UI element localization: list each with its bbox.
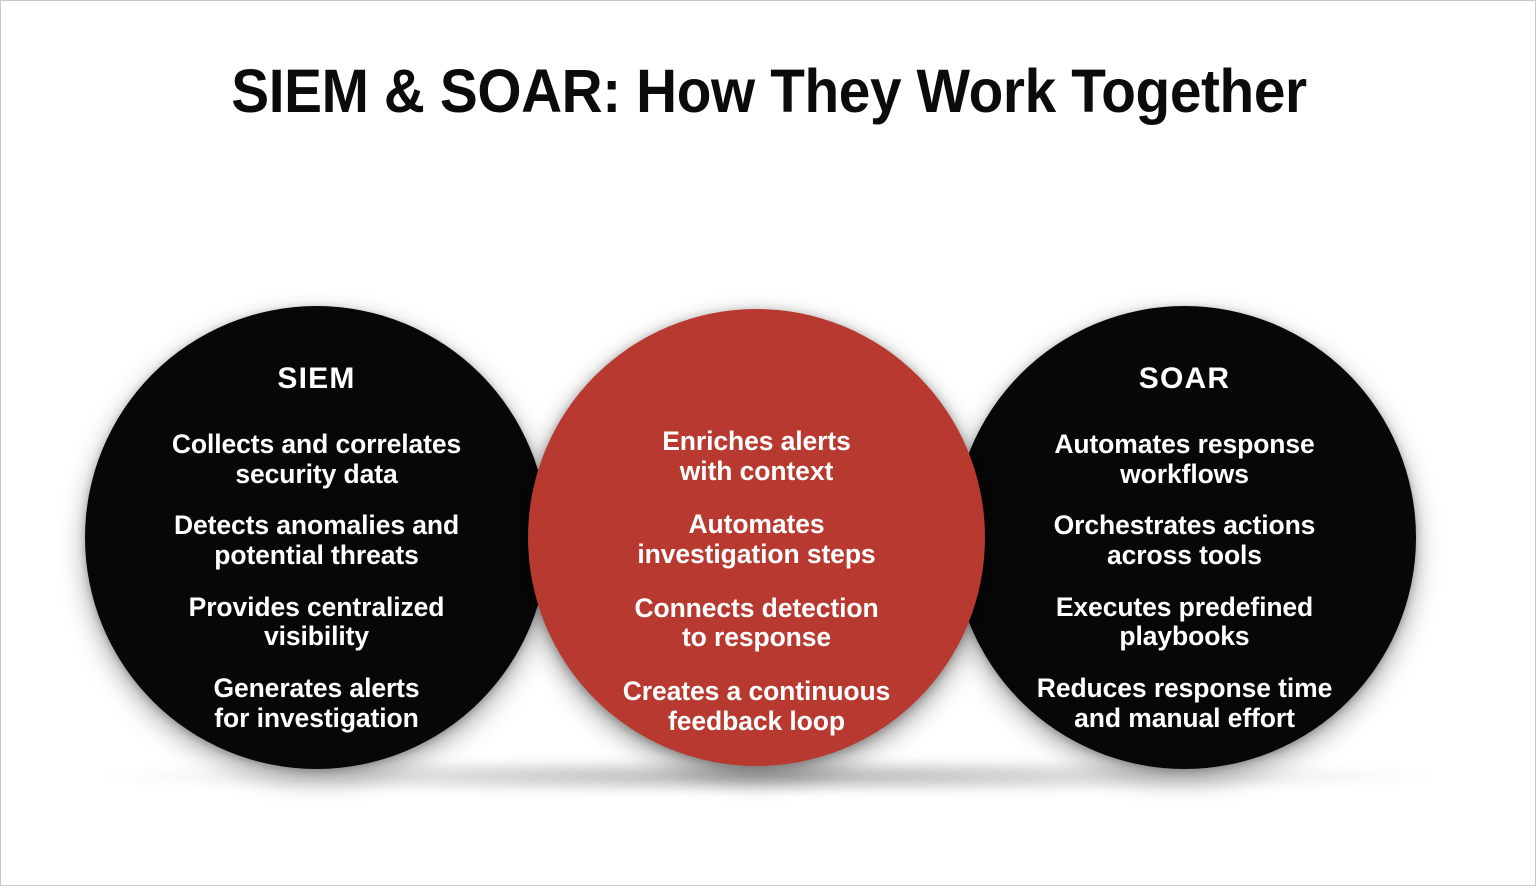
soar-point-list: Automates response workflows Orchestrate… (953, 429, 1416, 733)
list-item: Provides centralized visibility (188, 591, 445, 652)
list-item: Detects anomalies and potential threats (173, 510, 460, 571)
soar-heading: SOAR (1138, 362, 1231, 395)
integration-point-list: Enriches alerts with context Automates i… (528, 426, 985, 760)
list-item: Enriches alerts with context (662, 426, 851, 486)
list-item: Connects detection to response (634, 592, 879, 653)
siem-point-list: Collects and correlates security data De… (85, 429, 548, 733)
list-item: Reduces response time and manual effort (1036, 673, 1333, 733)
list-item: Creates a continuous feedback loop (622, 676, 891, 736)
integration-circle[interactable]: Enriches alerts with context Automates i… (528, 309, 985, 766)
list-item: Collects and correlates security data (171, 429, 462, 489)
list-item: Generates alerts for investigation (213, 673, 420, 733)
soar-circle[interactable]: SOAR Automates response workflows Orches… (953, 306, 1416, 769)
siem-circle[interactable]: SIEM Collects and correlates security da… (85, 306, 548, 769)
list-item: Executes predefined playbooks (1055, 591, 1314, 652)
siem-heading: SIEM (277, 362, 356, 395)
page-title: SIEM & SOAR: How They Work Together (231, 57, 1307, 125)
list-item: Orchestrates actions across tools (1053, 510, 1316, 571)
list-item: Automates investigation steps (637, 509, 876, 570)
list-item: Automates response workflows (1054, 429, 1315, 489)
